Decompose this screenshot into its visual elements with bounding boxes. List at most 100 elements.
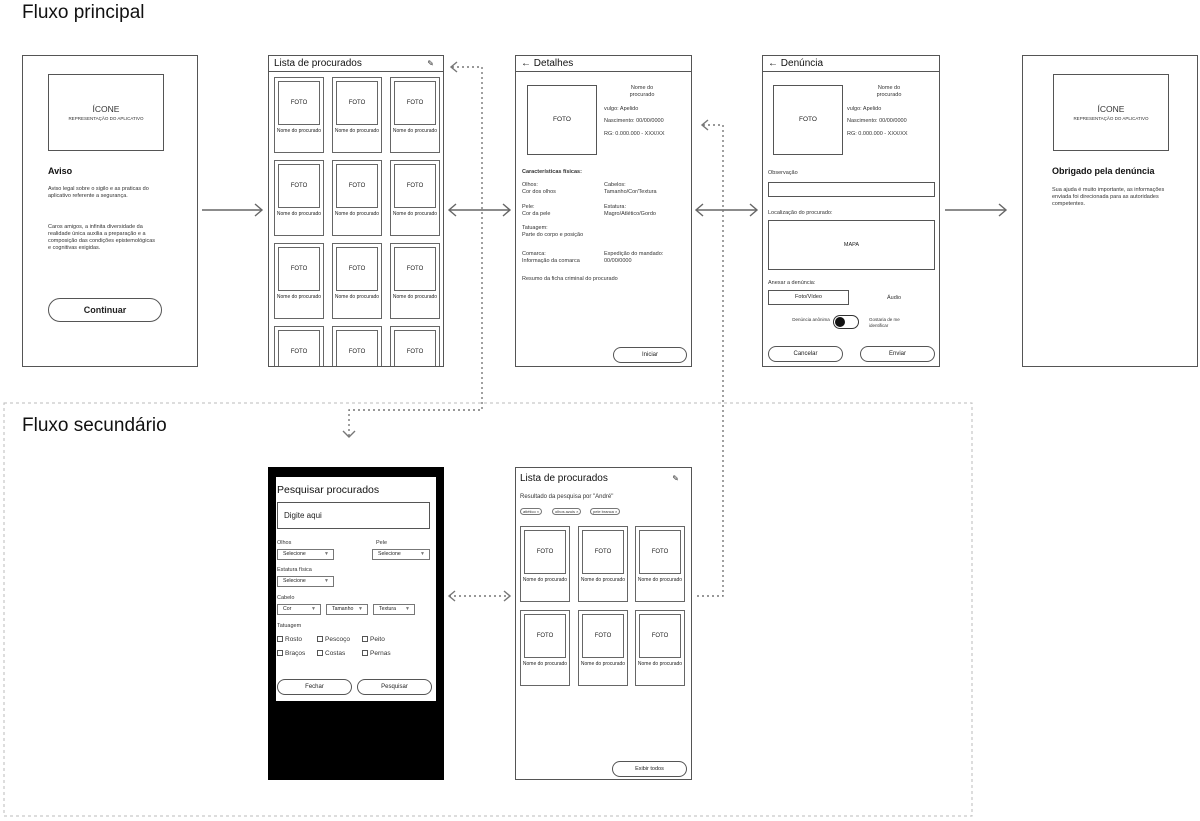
wanted-birthdate: Nascimento: 00/00/0000 [604, 118, 664, 124]
show-all-button[interactable]: Exibir todos [612, 761, 687, 777]
wanted-card[interactable]: FOTO Nome do procurado [332, 160, 382, 236]
secondary-flow-boundary [3, 402, 973, 817]
chevron-down-icon: ▼ [358, 606, 363, 612]
search-input[interactable]: Digite aqui [277, 502, 430, 529]
photo-placeholder: FOTO [278, 81, 320, 125]
chevron-down-icon: ▼ [405, 606, 410, 612]
search-title: Pesquisar procurados [277, 484, 380, 496]
checkbox-peito[interactable]: Peito [362, 636, 385, 644]
secondary-flow-title: Fluxo secundário [22, 415, 167, 436]
continue-button[interactable]: Continuar [48, 298, 162, 322]
wanted-name: Nome do procurado [629, 85, 655, 98]
photo-placeholder: FOTO [336, 164, 378, 208]
back-arrow-icon[interactable]: ← [521, 58, 531, 69]
checkbox-costas[interactable]: Costas [317, 650, 345, 658]
screen-resultados: Lista de procurados ✎ Resultado da pesqu… [515, 467, 692, 780]
back-arrow-icon[interactable]: ← [768, 58, 778, 69]
filter-tag[interactable]: pele branca × [590, 508, 621, 515]
card-name: Nome do procurado [392, 128, 438, 134]
audio-button[interactable]: Áudio [887, 295, 902, 301]
wanted-birthdate: Nascimento: 00/00/0000 [847, 118, 907, 124]
height-filter-label: Estatura física [277, 567, 312, 573]
card-name: Nome do procurado [637, 577, 683, 583]
checkbox-pescoco[interactable]: Pescoço [317, 636, 350, 644]
skin-label: Pele: [522, 204, 535, 210]
eyes-value: Cor dos olhos [522, 189, 556, 195]
filter-tag[interactable]: olhos azuis × [552, 508, 582, 515]
card-name: Nome do procurado [334, 211, 380, 217]
thanks-text: Sua ajuda é muito importante, as informa… [1052, 187, 1165, 207]
edit-icon[interactable]: ✎ [427, 59, 434, 68]
photo-placeholder: FOTO [336, 330, 378, 366]
skin-value: Cor da pele [522, 211, 551, 217]
checkbox-bracos[interactable]: Braços [277, 650, 305, 658]
photo-placeholder: FOTO [773, 85, 843, 155]
send-button[interactable]: Enviar [860, 346, 935, 362]
cancel-button[interactable]: Cancelar [768, 346, 843, 362]
filter-tag[interactable]: atlético × [520, 508, 543, 515]
photo-placeholder: FOTO [639, 614, 681, 658]
screen-pesquisar: Pesquisar procurados Digite aqui Olhos S… [268, 467, 444, 780]
hair-label: Cabelos: [604, 182, 626, 188]
anonymous-toggle[interactable] [833, 315, 859, 329]
chevron-down-icon: ▼ [324, 551, 329, 557]
close-button[interactable]: Fechar [277, 679, 352, 695]
wanted-card[interactable]: FOTO Nome do procurado [390, 243, 440, 319]
skin-select[interactable]: Selecione▼ [372, 549, 430, 560]
chevron-down-icon: ▼ [420, 551, 425, 557]
list-title: Lista de procurados [274, 58, 362, 69]
hair-texture-select[interactable]: Textura▼ [373, 604, 415, 615]
search-panel: Pesquisar procurados Digite aqui Olhos S… [276, 477, 436, 701]
chevron-down-icon: ▼ [324, 578, 329, 584]
height-select[interactable]: Selecione▼ [277, 576, 334, 587]
wanted-name: Nome do procurado [876, 85, 902, 98]
photo-placeholder: FOTO [394, 247, 436, 291]
toggle-knob [835, 317, 845, 327]
observation-input[interactable] [768, 182, 935, 197]
eyes-select[interactable]: Selecione▼ [277, 549, 334, 560]
screen-detalhes: ← Detalhes FOTO Nome do procurado vulgo:… [515, 55, 692, 367]
tattoo-label: Tatuagem: [522, 225, 548, 231]
checkbox-pernas[interactable]: Pernas [362, 650, 391, 658]
tattoo-filter-label: Tatuagem [277, 623, 302, 629]
search-button[interactable]: Pesquisar [357, 679, 432, 695]
hair-size-select[interactable]: Tamanho▼ [326, 604, 368, 615]
card-name: Nome do procurado [334, 128, 380, 134]
edit-icon[interactable]: ✎ [672, 474, 679, 483]
photo-video-button[interactable]: Foto/Vídeo [768, 290, 849, 305]
card-name: Nome do procurado [392, 294, 438, 300]
screen-aviso: ÍCONE REPRESENTAÇÃO DO APLICATIVO Aviso … [22, 55, 198, 367]
card-name: Nome do procurado [580, 577, 626, 583]
start-button[interactable]: Iniciar [613, 347, 687, 363]
report-header: ← Denúncia [763, 56, 939, 72]
height-label: Estatura: [604, 204, 627, 210]
checkbox-rosto[interactable]: Rosto [277, 636, 302, 644]
warrant-label: Expedição do mandado: [604, 251, 664, 257]
hair-value: Tamanho/Cor/Textura [604, 189, 657, 195]
screen-lista-procurados: Lista de procurados ✎ FOTO Nome do procur… [268, 55, 444, 367]
observation-label: Observação [768, 170, 798, 176]
photo-placeholder: FOTO [278, 247, 320, 291]
aviso-text-1: Aviso legal sobre o sigilo e as praticas… [48, 186, 149, 199]
skin-filter-label: Pele [376, 540, 388, 546]
hair-color-select[interactable]: Cor▼ [277, 604, 321, 615]
map-area[interactable]: MAPA [768, 220, 935, 270]
photo-placeholder: FOTO [278, 330, 320, 366]
